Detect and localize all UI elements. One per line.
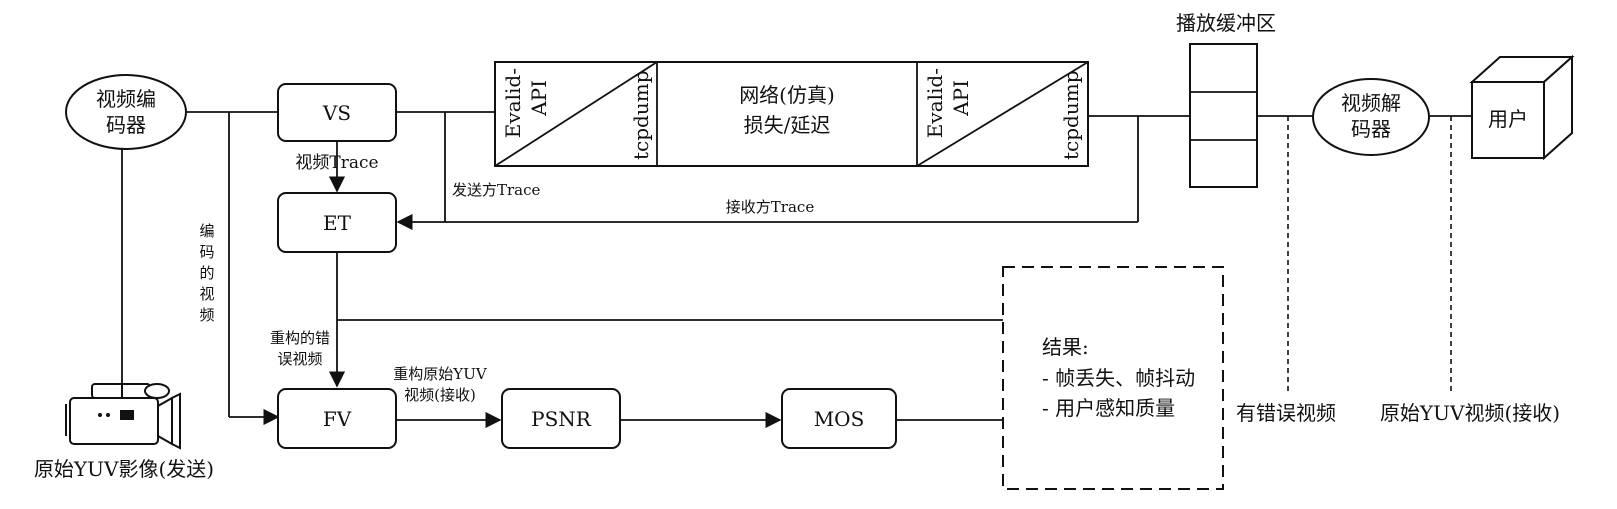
receiver-trace-label: 接收方Trace (726, 198, 815, 216)
playback-buffer: 播放缓冲区 (1176, 11, 1276, 188)
evalid-sender-line2: API (527, 80, 551, 117)
psnr-box: PSNR (501, 388, 621, 449)
reconstructed-error-video-line1: 重构的错 (270, 329, 330, 347)
reconstructed-yuv-line2: 视频(接收) (404, 386, 476, 404)
receiver-diagonal (916, 61, 1089, 167)
encoded-video-label: 编 码 的 视 频 (199, 222, 214, 324)
video-decoder: 视频解 码器 (1312, 78, 1430, 156)
sender-diagonal (494, 61, 658, 167)
encoded-video-char: 视 (199, 285, 214, 303)
network-label-line2: 损失/延迟 (744, 113, 831, 137)
error-video-label: 有错误视频 (1236, 401, 1336, 425)
results-title: 结果: (1042, 335, 1089, 359)
video-decoder-label-line1: 视频解 (1341, 91, 1401, 115)
network-block: Evalid- API tcpdump 网络(仿真) 损失/延迟 Evalid-… (494, 61, 1089, 167)
psnr-label: PSNR (531, 407, 592, 431)
reconstructed-yuv-line1: 重构原始YUV (393, 365, 488, 383)
encoded-video-char: 编 (199, 222, 214, 240)
video-encoder-label-line1: 视频编 (96, 87, 156, 111)
video-decoder-label-line2: 码器 (1351, 117, 1391, 141)
playback-buffer-label: 播放缓冲区 (1176, 11, 1276, 35)
cube-front-face (1471, 81, 1545, 159)
video-encoder-label-line2: 码器 (106, 113, 146, 137)
network-label-line1: 网络(仿真) (739, 83, 835, 107)
user-label: 用户 (1488, 107, 1528, 131)
evalid-receiver-line2: API (949, 80, 973, 117)
video-trace-label: 视频Trace (295, 153, 378, 173)
mos-label: MOS (814, 407, 865, 431)
et-box: ET (277, 192, 397, 253)
fv-box: FV (277, 388, 397, 449)
camera-caption: 原始YUV影像(发送) (34, 457, 214, 481)
results-item-perceived-quality: - 用户感知质量 (1042, 396, 1175, 420)
evalid-receiver-line1: Evalid- (923, 68, 947, 138)
encoded-video-char: 频 (199, 306, 214, 324)
vs-label: VS (322, 101, 351, 125)
user-cube: 用户 (1469, 54, 1575, 161)
vs-box: VS (277, 83, 397, 142)
results-box: 结果: - 帧丢失、帧抖动 - 用户感知质量 (1002, 266, 1224, 490)
reconstructed-error-video-line2: 误视频 (277, 350, 322, 368)
tcpdump-sender-label: tcpdump (629, 71, 653, 161)
mos-box: MOS (781, 388, 897, 449)
original-yuv-receive-label: 原始YUV视频(接收) (1380, 401, 1560, 425)
video-encoder: 视频编 码器 (65, 74, 187, 150)
evalid-sender-line1: Evalid- (501, 68, 525, 138)
sender-trace-label: 发送方Trace (452, 181, 541, 199)
fv-label: FV (323, 407, 352, 431)
et-label: ET (323, 211, 352, 235)
results-item-frame-loss: - 帧丢失、帧抖动 (1042, 366, 1195, 390)
encoded-video-char: 的 (199, 264, 214, 282)
connections (121, 111, 1472, 429)
camcorder-icon (65, 383, 181, 450)
encoded-video-char: 码 (199, 243, 214, 261)
tcpdump-receiver-label: tcpdump (1059, 71, 1083, 161)
